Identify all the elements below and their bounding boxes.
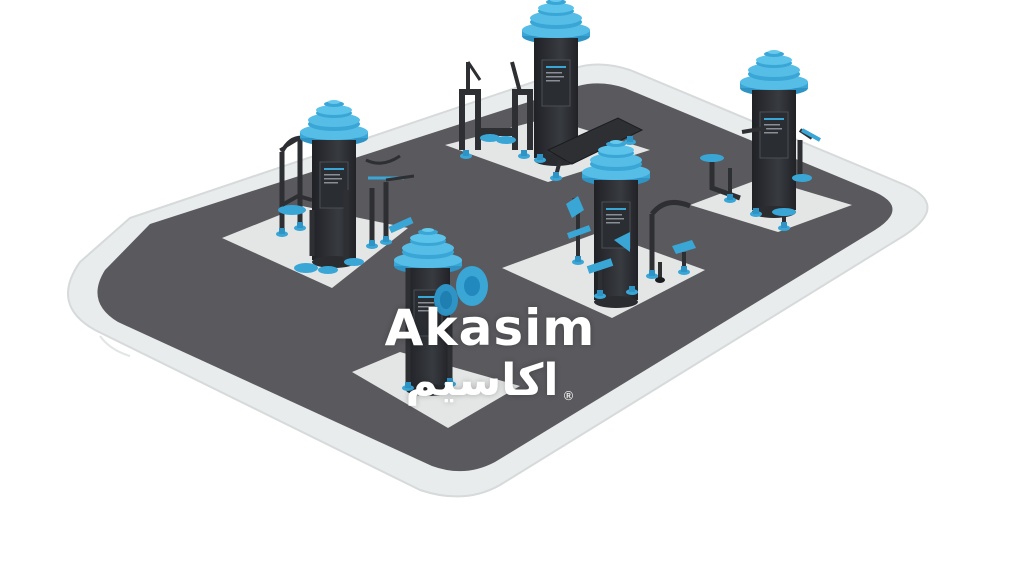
- station-left: [276, 99, 415, 274]
- station-front: [393, 227, 488, 397]
- station-center-right: [566, 139, 696, 309]
- station-top-center: [459, 0, 644, 181]
- platform-shadow: [99, 335, 131, 357]
- station-right: [700, 49, 821, 231]
